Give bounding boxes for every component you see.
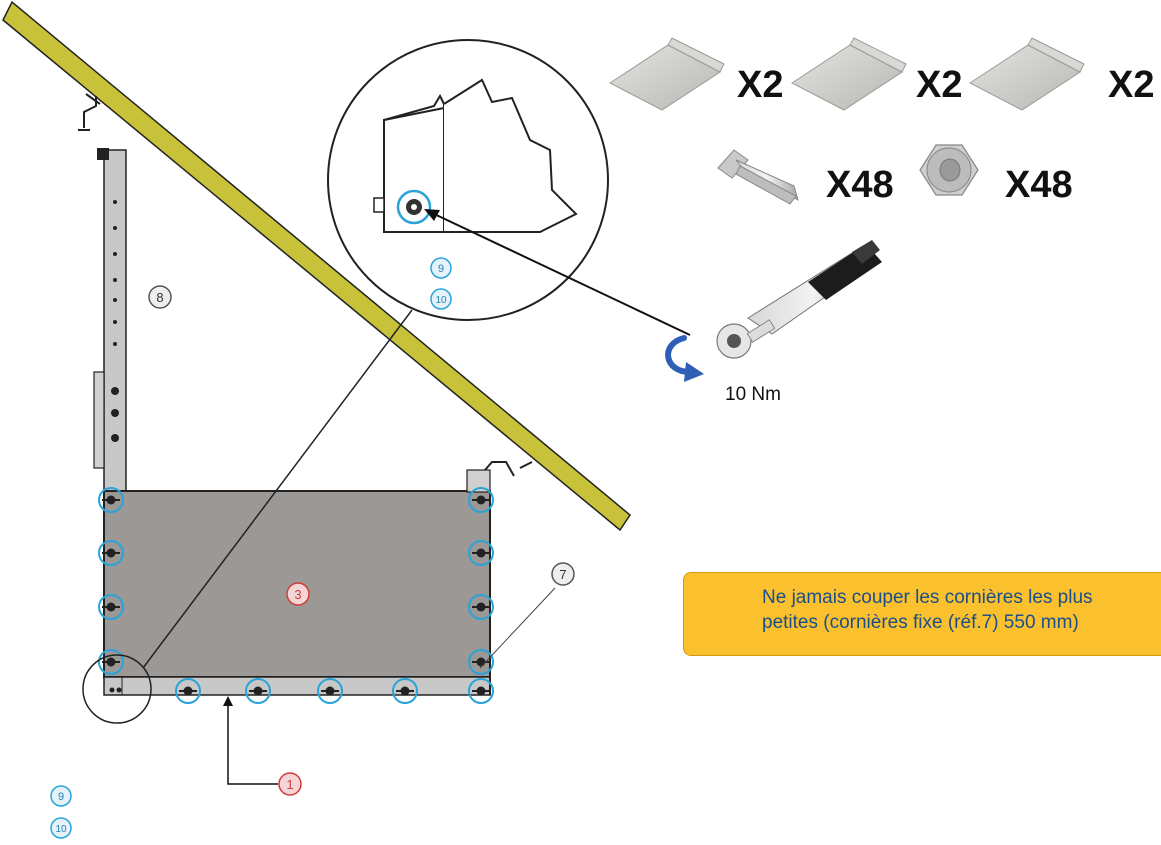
bolt-ring [98,540,124,566]
nut-qty: X48 [1005,164,1073,206]
angle-tray-icon [969,37,1085,111]
callout-9-bottom-text: 9 [58,791,64,803]
bolt-rings [98,487,494,704]
callout-10-bottom-text: 10 [55,824,67,835]
leader-7 [479,587,556,669]
bolt-icon [717,149,799,205]
panel-3 [103,469,491,678]
callout-10-detail-text: 10 [435,295,447,306]
rotation-arrow-icon [665,335,704,382]
callout-3: 3 [286,582,310,606]
torque-arrow [424,209,691,336]
bolt-ring [98,649,124,675]
tray-a-qty: X2 [737,64,784,106]
bolt-ring [468,487,494,513]
callout-10-bottom: 10 [50,817,72,839]
callout-9-detail-text: 9 [438,263,444,275]
nut-icon [919,144,979,196]
bolt-ring [468,649,494,675]
torque-wrench-icon [716,240,882,359]
callout-9-detail: 9 [430,257,452,279]
detail-leader-line [142,309,413,669]
bolt-ring [468,540,494,566]
torque-value: 10 Nm [725,384,781,405]
bolt-qty: X48 [826,164,894,206]
angle-tray-icon [609,37,725,111]
warning-line-2: petites (cornières fixe (réf.7) 550 mm) [762,612,1079,633]
warning-box: Ne jamais couper les cornières les plus … [683,572,1161,656]
callout-1: 1 [278,772,302,796]
bolt-ring [98,594,124,620]
callout-1-text: 1 [286,777,293,792]
callout-3-text: 3 [294,587,301,602]
callout-7: 7 [551,562,575,586]
callout-7-text: 7 [559,567,566,582]
callout-8-text: 8 [156,290,163,305]
bolt-ring [468,678,494,704]
angle-tray-icon [791,37,907,111]
detail-circle-small [82,654,152,724]
top-bracket [78,93,101,131]
callout-10-detail: 10 [430,288,452,310]
bolt-ring [317,678,343,704]
right-bracket [484,461,533,477]
leader-1 [223,696,278,785]
bolt-ring [175,678,201,704]
tray-c-qty: X2 [1108,64,1155,106]
bolt-ring [98,487,124,513]
bottom-plate [103,676,491,696]
solar-beam [2,0,631,532]
callout-9-bottom: 9 [50,785,72,807]
bolt-ring [468,594,494,620]
detail-magnifier [327,39,609,321]
bolt-ring [392,678,418,704]
warning-text: Ne jamais couper les cornières les plus … [762,585,1161,635]
callout-8: 8 [148,285,172,309]
warning-line-1: Ne jamais couper les cornières les plus [762,587,1093,608]
tray-b-qty: X2 [916,64,963,106]
bolt-ring [245,678,271,704]
